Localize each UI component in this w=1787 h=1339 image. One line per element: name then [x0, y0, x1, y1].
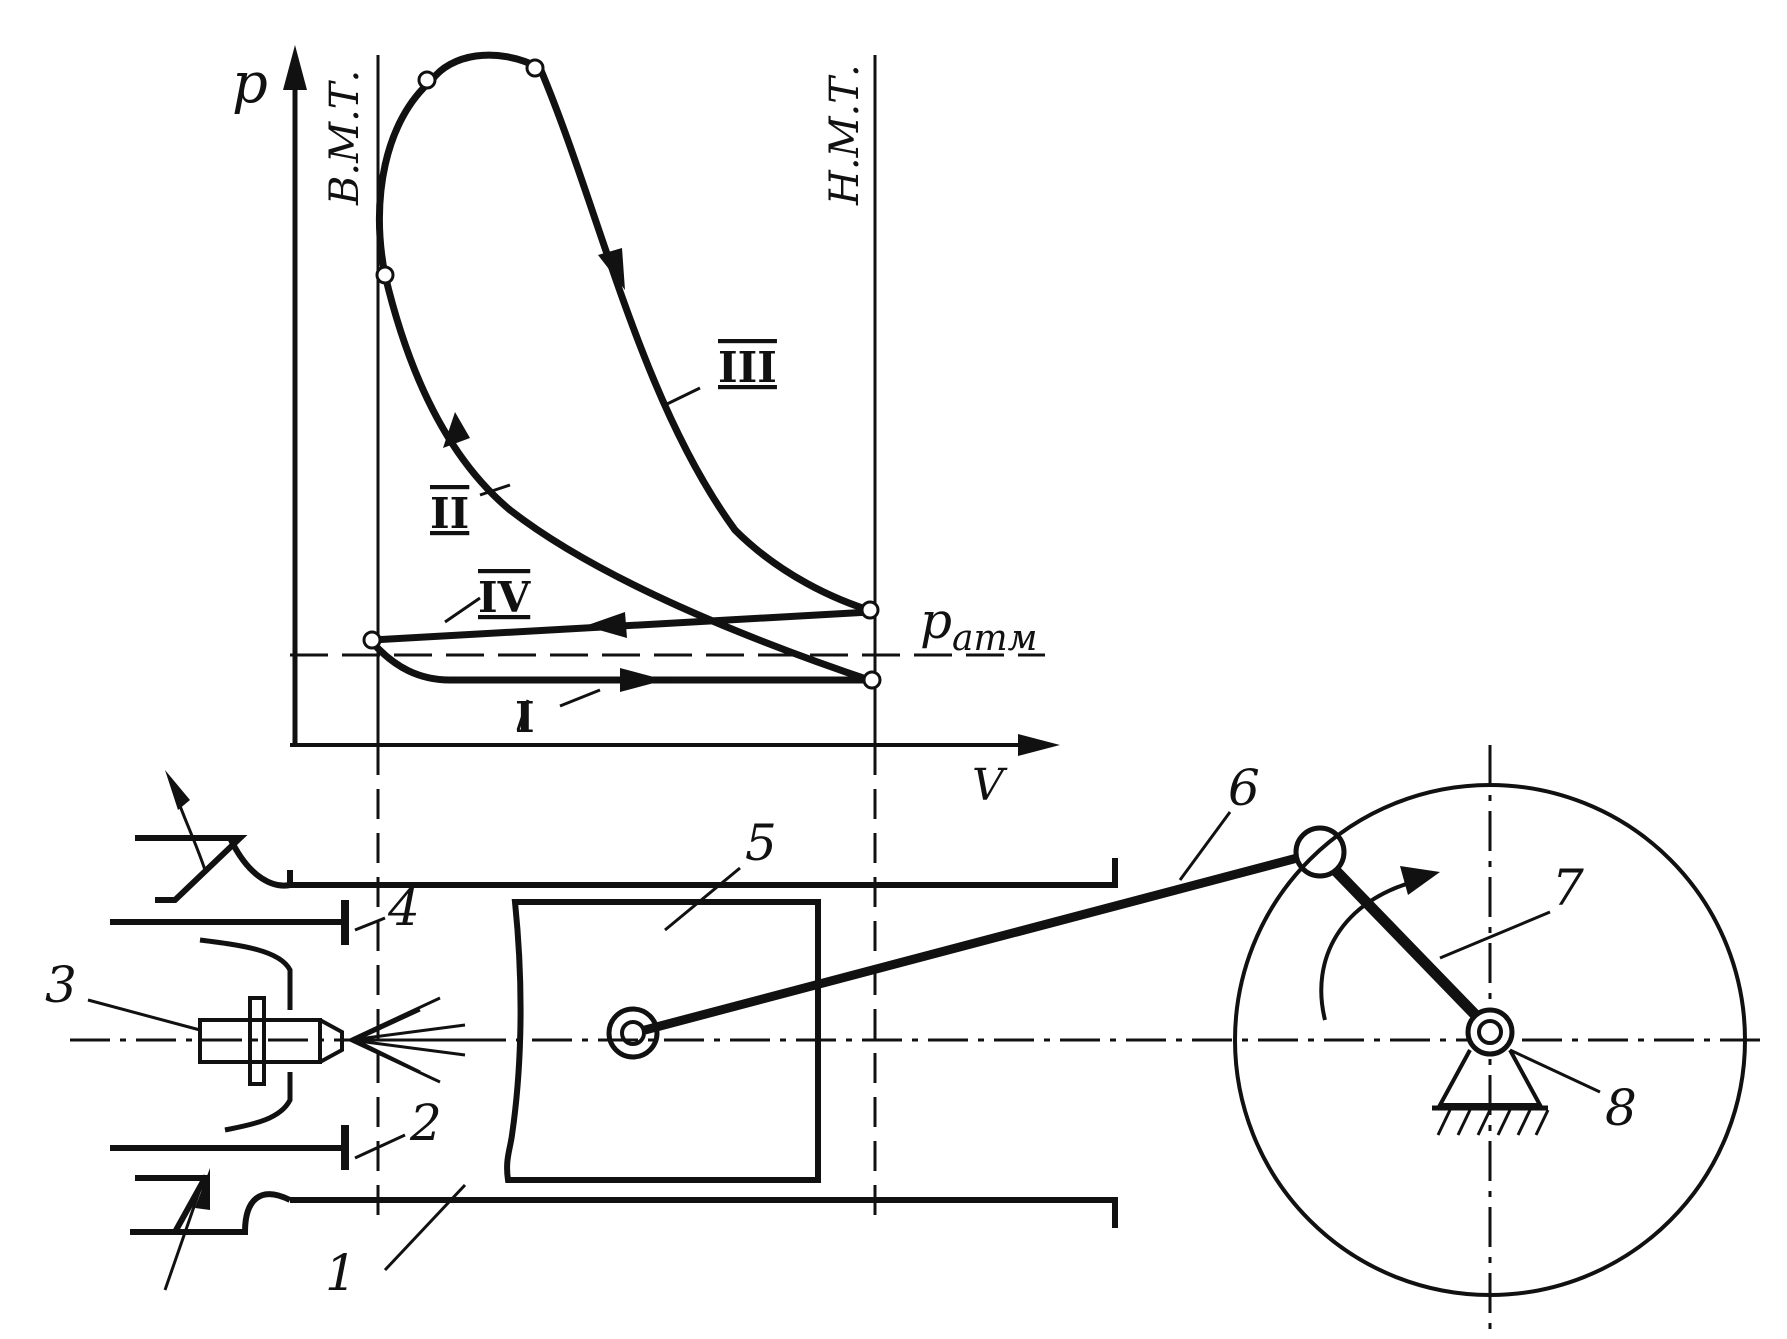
tdc-label: В.М.Т. — [322, 70, 368, 206]
point-compression-start — [862, 670, 882, 690]
label-crankshaft: 8 — [1605, 1079, 1637, 1137]
intake-line — [369, 639, 870, 684]
intake-stroke-label: I — [515, 693, 535, 742]
combustion-curve — [375, 77, 435, 276]
exhaust-stroke-label: IV — [478, 573, 532, 622]
compression-label-leader — [479, 483, 511, 497]
compression-direction-arrow-icon — [443, 412, 470, 448]
expansion-direction-arrow-icon — [598, 248, 625, 290]
label-crank: 7 — [1552, 859, 1584, 917]
connecting-rod — [643, 847, 1322, 1035]
injector-body — [198, 1018, 322, 1064]
expansion-label-leader — [664, 386, 701, 407]
label-exhaust-valve: 4 — [387, 879, 420, 937]
label-1-leader — [383, 1183, 467, 1272]
bdc-label: Н.М.Т. — [822, 64, 868, 206]
volume-axis-label: V — [972, 760, 1008, 811]
intake-direction-arrow-icon — [620, 668, 665, 692]
ground-hatching — [1436, 1109, 1550, 1136]
intake-label-leader-2 — [559, 688, 601, 708]
atmospheric-pressure-label: pатм — [920, 592, 1037, 659]
pressure-axis-label: p — [232, 51, 268, 116]
label-piston: 5 — [745, 814, 777, 872]
fuel-spray — [349, 996, 470, 1084]
label-8-leader — [1509, 1048, 1601, 1094]
intake-label-leader — [516, 699, 530, 731]
injector-nozzle — [319, 1018, 344, 1064]
compression-curve — [381, 274, 877, 686]
cylinder-bottom-wall — [290, 1197, 1118, 1228]
piston — [504, 899, 821, 1183]
piston-pin-outer — [606, 1006, 660, 1060]
exhaust-flow-arrow-icon — [165, 770, 190, 810]
rotation-arrow-icon — [1400, 866, 1440, 895]
chamber-lower-contour — [224, 1072, 293, 1133]
intake-port — [130, 1191, 292, 1235]
expansion-stroke-label: III — [718, 343, 777, 392]
injector-flange — [248, 996, 266, 1086]
intake-flow-arrow-icon — [195, 1168, 210, 1210]
label-intake-valve: 2 — [409, 1094, 442, 1152]
crank-arm — [1331, 866, 1494, 1034]
exhaust-direction-arrow-icon — [585, 612, 627, 638]
crankshaft-inner — [1477, 1019, 1503, 1045]
point-exhaust-start — [860, 600, 880, 620]
cylinder-top-wall — [290, 858, 1118, 888]
label-injector: 3 — [45, 956, 77, 1014]
point-combustion-start — [417, 70, 437, 90]
pressure-axis-arrow-icon — [283, 45, 307, 90]
label-5-leader — [664, 866, 741, 932]
label-3-leader — [87, 998, 201, 1032]
crankshaft-support — [1436, 1049, 1544, 1107]
point-expansion-start — [525, 58, 545, 78]
piston-pin-inner — [620, 1020, 646, 1046]
engine-mechanism: 1 2 3 4 5 6 7 8 — [45, 745, 1770, 1330]
point-intake-start — [362, 630, 382, 650]
volume-axis-arrow-icon — [1018, 734, 1060, 756]
label-4-leader — [354, 916, 386, 932]
point-compression-end — [375, 265, 395, 285]
chamber-upper-contour — [199, 937, 293, 1010]
label-2-leader — [354, 1133, 406, 1160]
rotation-arc — [1319, 878, 1421, 1021]
injector — [198, 996, 470, 1086]
compression-stroke-label: II — [430, 489, 469, 538]
exhaust-port-curve — [227, 836, 291, 889]
exhaust-label-leader — [444, 596, 481, 624]
exhaust-port-left — [135, 835, 248, 903]
label-6-leader — [1178, 811, 1232, 881]
label-cylinder: 1 — [325, 1244, 357, 1302]
label-connecting-rod: 6 — [1228, 759, 1260, 817]
label-7-leader — [1439, 910, 1551, 960]
crankshaft-outer — [1465, 1007, 1515, 1057]
intake-flow-line — [163, 1174, 207, 1291]
pv-diagram: p V pатм В.М.Т. Н.М.Т. III II IV I — [232, 45, 1060, 811]
expansion-curve — [429, 51, 877, 616]
